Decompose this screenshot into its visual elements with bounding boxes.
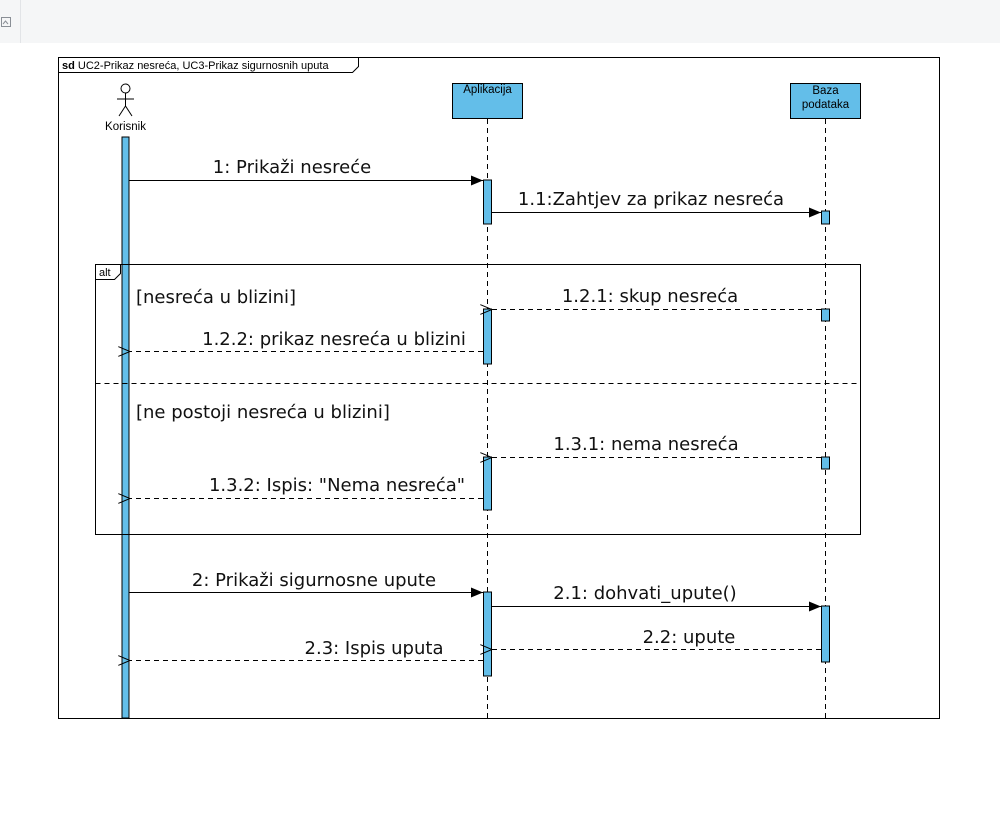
app-activation-4 [483,591,492,677]
alt-operator: alt [99,267,111,279]
actor-korisnik: Korisnik [105,83,146,133]
message-1-2-2: 1.2.2: prikaz nesreća u blizini [129,329,483,352]
alt-fragment: alt [nesreća u blizini] [ne postoji nesr… [95,264,861,535]
svg-text:2.1: dohvati_upute(): 2.1: dohvati_upute() [553,583,736,604]
db-label-line1: Baza [812,85,839,97]
broken-image-icon [0,0,21,43]
app-activation-2 [483,308,492,365]
db-activation-2 [821,308,830,322]
message-2-2: 2.2: upute [491,627,821,650]
svg-text:2.3: Ispis uputa: 2.3: Ispis uputa [305,638,444,659]
app-activation-3 [483,456,492,511]
message-1-3-1: 1.3.1: nema nesreća [491,434,821,458]
app-label: Aplikacija [463,84,512,96]
svg-text:1.2.2: prikaz nesreća u blizin: 1.2.2: prikaz nesreća u blizini [202,329,466,350]
db-label-line2: podataka [802,99,850,111]
alt-guard-1: [nesreća u blizini] [136,287,296,308]
svg-text:1.2.1: skup nesreća: 1.2.1: skup nesreća [562,286,738,307]
svg-text:2.2: upute: 2.2: upute [643,627,736,648]
svg-text:1.3.2: Ispis: "Nema nesreća": 1.3.2: Ispis: "Nema nesreća" [209,475,465,496]
message-1-2-1: 1.2.1: skup nesreća [491,286,821,310]
message-1-1: 1.1:Zahtjev za prikaz nesreća [491,189,821,218]
db-activation-1 [821,210,830,225]
browser-top-bar [0,0,1000,43]
frame-title: sd UC2-Prikaz nesreća, UC3-Prikaz sigurn… [62,60,329,72]
alt-guard-2: [ne postoji nesreća u blizini] [136,402,390,423]
message-2-3: 2.3: Ispis uputa [129,638,483,661]
svg-text:1.3.1: nema nesreća: 1.3.1: nema nesreća [553,434,738,455]
svg-text:2: Prikaži sigurnosne upute: 2: Prikaži sigurnosne upute [192,570,436,591]
svg-text:1.1:Zahtjev za prikaz nesreća: 1.1:Zahtjev za prikaz nesreća [518,189,784,210]
diagram-frame: sd UC2-Prikaz nesreća, UC3-Prikaz sigurn… [58,57,940,719]
db-activation-3 [821,456,830,470]
message-1-3-2: 1.3.2: Ispis: "Nema nesreća" [129,475,483,499]
actor-activation-bar [121,136,130,719]
message-2-1: 2.1: dohvati_upute() [491,583,821,612]
db-activation-4 [821,605,830,663]
app-activation-1 [483,179,492,225]
actor-label: Korisnik [105,121,146,133]
message-2: 2: Prikaži sigurnosne upute [129,570,483,598]
message-1: 1: Prikaži nesreće [129,157,483,186]
svg-text:1: Prikaži nesreće: 1: Prikaži nesreće [213,157,371,178]
